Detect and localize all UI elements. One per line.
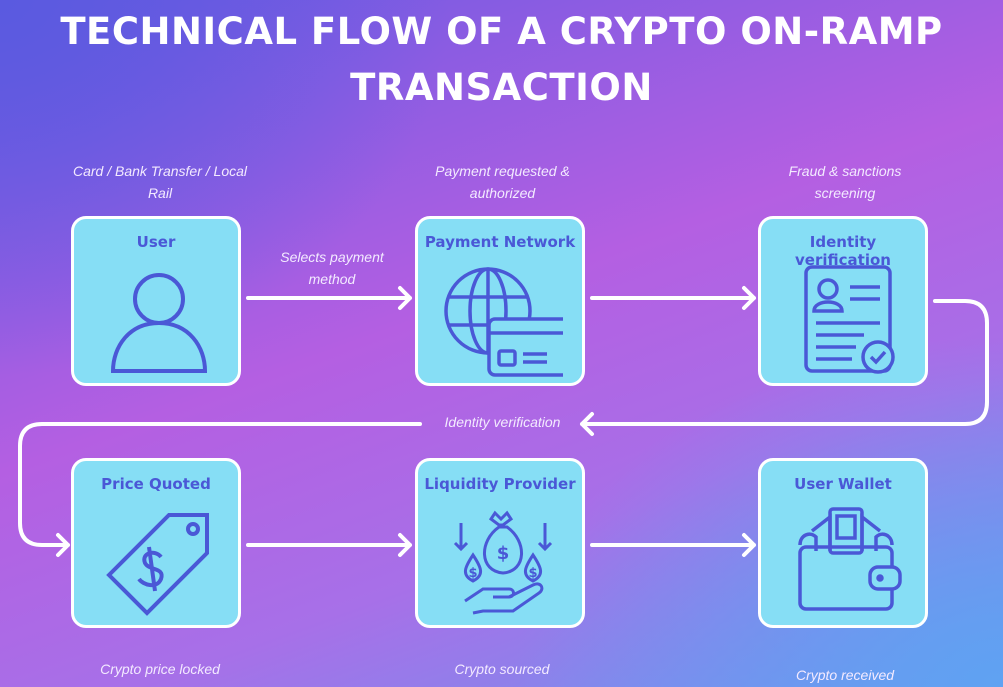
- caption-identity: Fraud & sanctions screening: [788, 163, 902, 201]
- node-user-wallet: User Wallet: [758, 458, 928, 628]
- price-tag-icon: [106, 513, 209, 616]
- node-label: Payment Network: [424, 233, 576, 251]
- money-bag-hand-icon: $ $ $: [453, 510, 553, 615]
- caption-payment-network: Payment requested & authorized: [435, 163, 570, 201]
- caption-user: Card / Bank Transfer / Local Rail: [72, 163, 248, 201]
- id-document-icon: [804, 265, 895, 374]
- caption-wallet: Crypto received: [795, 667, 895, 683]
- node-label: User Wallet: [794, 475, 892, 493]
- svg-text:$: $: [528, 566, 537, 581]
- svg-text:$: $: [468, 566, 477, 581]
- wallet-icon: [798, 507, 902, 611]
- arrow-identity-to-price: [18, 299, 989, 557]
- title-line-2: TRANSACTION: [350, 66, 653, 109]
- arrow-user-to-payment: [246, 286, 412, 310]
- title-line-1: TECHNICAL FLOW OF A CRYPTO ON-RAMP: [60, 10, 943, 53]
- node-user: User: [71, 216, 241, 386]
- node-label: Price Quoted: [101, 475, 211, 493]
- caption-liquidity: Crypto sourced: [454, 661, 550, 677]
- diagram-title: TECHNICAL FLOW OF A CRYPTO ON-RAMP TRANS…: [0, 4, 1003, 116]
- arrow-payment-to-identity: [590, 286, 756, 310]
- node-identity-verification: Identity verification: [758, 216, 928, 386]
- user-icon: [110, 273, 208, 373]
- node-label: Identity verification: [795, 233, 891, 269]
- node-payment-network: Payment Network: [415, 216, 585, 386]
- node-price-quoted: Price Quoted: [71, 458, 241, 628]
- svg-text:$: $: [497, 543, 510, 564]
- node-label: Liquidity Provider: [424, 475, 576, 493]
- arrow-liquidity-to-wallet: [590, 533, 756, 557]
- node-liquidity-provider: Liquidity Provider $ $ $: [415, 458, 585, 628]
- arrow-price-to-liquidity: [246, 533, 412, 557]
- caption-price: Crypto price locked: [100, 661, 220, 677]
- edge-label-identity-verification: Identity verification: [444, 414, 561, 430]
- globe-card-icon: [444, 267, 563, 377]
- node-label: User: [136, 233, 176, 251]
- edge-label-selects-payment: Selects payment method: [280, 249, 384, 287]
